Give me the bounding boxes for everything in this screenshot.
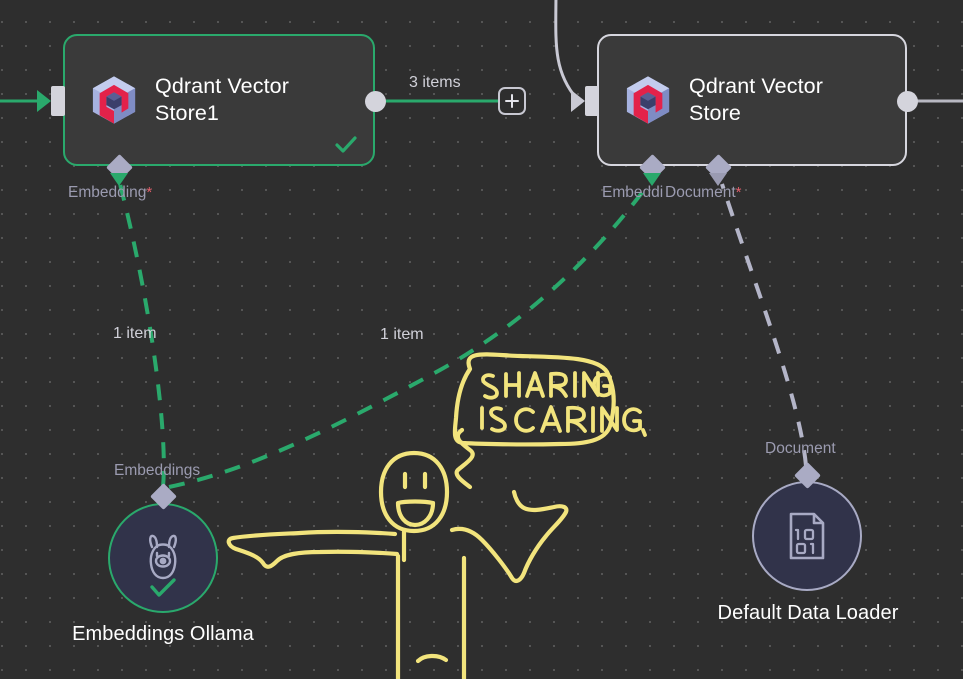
- node-title: Qdrant Vector Store: [689, 74, 823, 125]
- required-asterisk: *: [146, 184, 153, 201]
- port-label-embedding-store: Embeddi: [602, 184, 664, 201]
- port-label-document-data-loader: Document: [765, 440, 836, 457]
- binary-document-icon: [789, 512, 825, 560]
- add-node-button[interactable]: [498, 87, 526, 115]
- port-label-embeddings-ollama: Embeddings: [114, 462, 201, 479]
- port-output-store[interactable]: [897, 91, 918, 112]
- node-caption-default-data-loader: Default Data Loader: [717, 602, 899, 624]
- edge-incoming-top: [554, 0, 579, 100]
- port-document-store-connector-icon: [709, 173, 727, 186]
- node-default-data-loader[interactable]: [752, 481, 862, 591]
- edge-ollama-to-store1[interactable]: [117, 179, 166, 488]
- required-asterisk: *: [735, 184, 742, 201]
- qdrant-logo-icon: [92, 76, 136, 124]
- edge-label-1-item-left: 1 item: [113, 325, 157, 342]
- edge-loader-to-store[interactable]: [720, 183, 808, 467]
- node-qdrant-vector-store[interactable]: Qdrant Vector Store: [597, 34, 907, 166]
- edge-label-1-item-right: 1 item: [380, 326, 424, 343]
- plus-icon: [505, 94, 519, 108]
- node-title: Qdrant Vector Store1: [155, 74, 289, 125]
- port-embedding-store1-connector-icon: [110, 173, 128, 186]
- llama-icon: [149, 534, 177, 580]
- qdrant-logo-icon: [626, 76, 670, 124]
- node-caption-embeddings-ollama: Embeddings Ollama: [72, 623, 254, 645]
- port-output-store1[interactable]: [365, 91, 386, 112]
- port-label-embedding-store1: Embedding*: [68, 184, 153, 201]
- port-arrow-input-store1-icon: [37, 90, 51, 112]
- port-input-store[interactable]: [585, 86, 599, 116]
- port-input-store1[interactable]: [51, 86, 65, 116]
- port-label-document-store: Document*: [665, 184, 742, 201]
- port-embedding-store-connector-icon: [643, 173, 661, 186]
- edge-label-3-items: 3 items: [409, 74, 461, 91]
- edge-ollama-to-store[interactable]: [168, 180, 652, 489]
- port-arrow-input-store-icon: [571, 90, 585, 112]
